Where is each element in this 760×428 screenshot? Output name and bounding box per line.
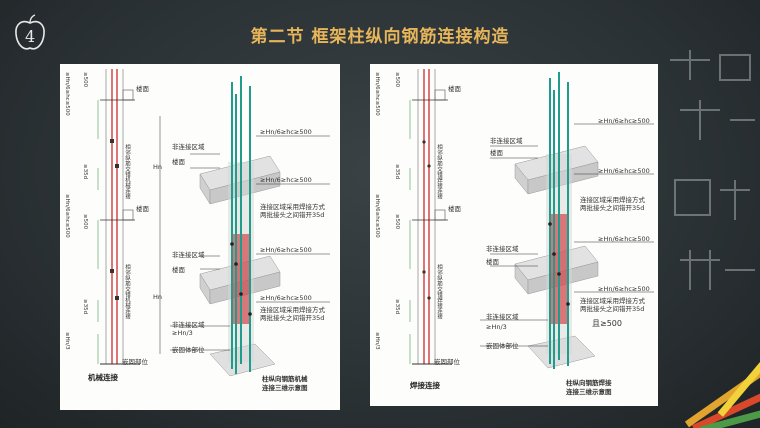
iso-label: 嵌固体部位	[486, 342, 519, 350]
side-label: ≥Hn/6≥hc≥500	[64, 72, 70, 116]
iso-label: 非连接区域	[486, 245, 519, 253]
iso-label: ≥Hn/6≥hc≥500	[598, 167, 650, 175]
svg-text:4: 4	[25, 27, 35, 46]
side-label: ≥500	[394, 214, 400, 230]
iso-label: 连接区域采用焊接方式	[260, 306, 325, 314]
side-label: 相邻纵筋交错机械连接	[124, 264, 130, 319]
iso-label: 非连接区域	[172, 143, 205, 151]
height-label: Hn	[153, 293, 163, 301]
iso-label: 连接区域采用焊接方式	[260, 203, 325, 211]
diagram-caption: 机械连接	[88, 373, 118, 382]
side-label: 相邻纵筋交错焊接连接	[436, 144, 442, 199]
iso-label: 非连接区域	[172, 321, 205, 329]
iso-label: 两批接头之间错开35d	[580, 305, 645, 313]
iso-label: 连接区域采用焊接方式	[580, 196, 645, 204]
side-label: 楼面	[136, 85, 149, 93]
chalk-doodles	[670, 50, 755, 290]
iso-label: 非连接区域	[490, 137, 523, 145]
side-label: ≥Hn/3	[374, 332, 380, 350]
side-label: ≥Hn/6≥hc≥500	[374, 72, 380, 116]
side-label: 相邻纵筋交错机械连接	[124, 144, 130, 199]
side-label: ≥500	[394, 72, 400, 88]
diagram-caption: 焊接连接	[410, 381, 440, 390]
note-label: 且≥500	[592, 319, 622, 328]
iso-label: ≥Hn/6≥hc≥500	[260, 128, 312, 136]
side-label: 楼面	[448, 85, 461, 93]
side-label: ≥Hn/6≥hc≥500	[374, 194, 380, 238]
welded-connection-drawing	[409, 69, 654, 369]
elevation-view	[97, 69, 140, 365]
iso-label: 连接区域采用焊接方式	[580, 297, 645, 305]
iso-label: ≥Hn/6≥hc≥500	[598, 285, 650, 293]
page-title: 第二节 框架柱纵向钢筋连接构造	[250, 27, 510, 47]
diagram-welded-connection: ≥Hn/6≥hc≥500 ≥500 相邻纵筋交错焊接连接 ≥35d ≥Hn/6≥…	[370, 64, 658, 406]
isometric-view	[159, 76, 330, 377]
side-label: ≥35d	[82, 164, 88, 180]
iso-label: 非连接区域	[486, 313, 519, 321]
side-label: ≥Hn/6≥hc≥500	[64, 194, 70, 238]
mechanical-connection-drawing	[97, 69, 330, 377]
iso-label: 楼面	[172, 266, 185, 274]
iso-caption: 柱纵向钢筋机械	[262, 375, 308, 383]
iso-caption: 连接三维示意图	[262, 384, 308, 392]
iso-label: 嵌固体部位	[172, 346, 205, 354]
side-label: 楼面	[448, 205, 461, 213]
iso-label: 楼面	[486, 258, 499, 266]
iso-label: ≥Hn/6≥hc≥500	[260, 294, 312, 302]
side-label: 嵌固部位	[122, 358, 148, 366]
side-label: ≥35d	[82, 299, 88, 315]
iso-label: 楼面	[490, 149, 503, 157]
isometric-view	[480, 72, 654, 369]
side-label: 相邻纵筋交错焊接连接	[436, 264, 442, 319]
diagram-mechanical-connection: ≥Hn/6≥hc≥500 ≥500 相邻纵筋交错机械连接 ≥35d ≥Hn/6≥…	[60, 64, 340, 410]
elevation-view	[409, 69, 452, 365]
side-label: 嵌固部位	[434, 358, 460, 366]
iso-caption: 柱纵向钢筋焊接	[566, 379, 612, 387]
side-label: ≥Hn/3	[64, 332, 70, 350]
colored-pencils-decoration	[684, 358, 760, 428]
iso-label: ≥Hn/3	[486, 323, 507, 331]
iso-caption: 连接三维示意图	[566, 388, 612, 396]
iso-label: ≥Hn/6≥hc≥500	[598, 117, 650, 125]
side-label: ≥500	[82, 72, 88, 88]
iso-label: 非连接区域	[172, 251, 205, 259]
side-label: ≥500	[82, 214, 88, 230]
iso-label: ≥Hn/3	[172, 329, 193, 337]
side-label: ≥35d	[394, 164, 400, 180]
side-label: 楼面	[136, 205, 149, 213]
iso-label: 两批接头之间错开35d	[260, 314, 325, 322]
iso-label: 两批接头之间错开35d	[580, 204, 645, 212]
height-label: Hn	[153, 163, 163, 171]
iso-label: ≥Hn/6≥hc≥500	[598, 235, 650, 243]
iso-label: ≥Hn/6≥hc≥500	[260, 246, 312, 254]
iso-label: ≥Hn/6≥hc≥500	[260, 176, 312, 184]
iso-label: 两批接头之间错开35d	[260, 211, 325, 219]
iso-label: 楼面	[172, 158, 185, 166]
apple-logo-icon: 4	[15, 14, 45, 50]
side-label: ≥35d	[394, 299, 400, 315]
